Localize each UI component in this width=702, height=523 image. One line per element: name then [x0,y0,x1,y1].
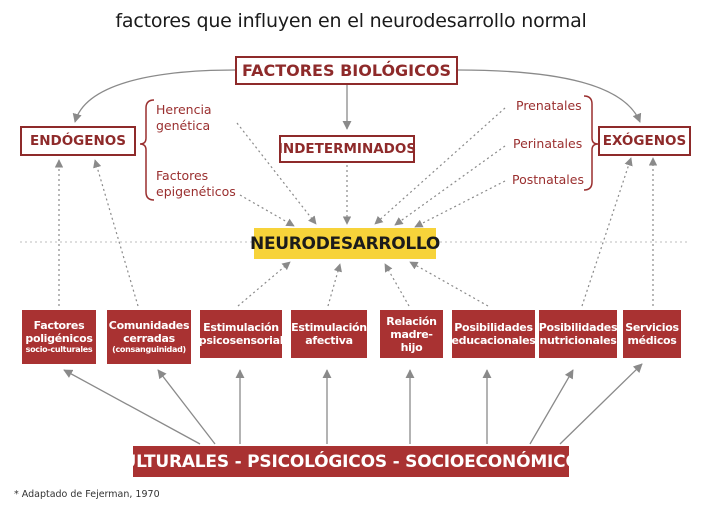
factor-line1: Posibilidades [454,321,533,334]
dotted-arrow-postnatales [414,180,506,228]
dotted-arrow-psicosensorial [237,261,291,307]
arrow-base-to-comunidades [157,369,216,445]
page-title: factores que influyen en el neurodesarro… [115,10,587,32]
factor-line2: educacionales [451,334,536,347]
factor-line1: Posibilidades [538,321,618,334]
dotted-arrow-herencia [236,122,317,225]
item-herencia-line1: Herencia [156,102,212,117]
arrow-base-to-factores [63,369,201,445]
node-indeterminados-label: INDETERMINADOS [277,141,417,157]
factor-line2: poligénicos [25,332,93,345]
factor-box-afectiva: Estimulación afectiva [291,310,367,358]
dotted-arrow-comunidades-to-endogenos [93,159,139,307]
node-endogenos-label: ENDÓGENOS [29,133,126,149]
factor-line1: Relación [386,314,437,328]
node-factores-biologicos: FACTORES BIOLÓGICOS [235,56,458,85]
item-postnatales: Postnatales [512,172,584,187]
factor-small: (consanguinidad) [112,345,186,354]
item-factores-epigeneticos: Factores epigenéticos [156,168,236,200]
left-bracket [139,99,155,201]
dotted-arrow-afectiva [327,263,342,307]
factor-line2: afectiva [305,334,353,347]
factor-line2: psicosensorial [198,334,284,347]
node-neurodesarrollo: NEURODESARROLLO [250,228,440,259]
factor-line2: cerradas [123,332,175,345]
dotted-arrow-epigeneticos [239,194,295,227]
dotted-arrow-educacionales [409,261,489,307]
factor-line1: Servicios [625,321,679,334]
footnote: * Adaptado de Fejerman, 1970 [14,489,160,500]
factor-line1: Comunidades [108,319,190,332]
arrow-base-to-nutricionales [529,369,574,445]
item-epigeneticos-line1: Factores [156,168,209,183]
factor-box-educacionales: Posibilidades educacionales [451,310,536,358]
dotted-arrow-prenatales [374,107,506,225]
node-neurodesarrollo-label: NEURODESARROLLO [250,233,440,254]
factor-line2: madre-hijo [390,327,433,354]
factor-line1: Factores [33,319,85,332]
arrow-bio-to-exogenos [457,69,642,123]
factor-box-nutricionales: Posibilidades nutricionales [538,310,618,358]
arrow-base-to-servicios [559,363,643,445]
factor-line2: médicos [627,334,677,347]
node-indeterminados: INDETERMINADOS [277,135,417,163]
item-prenatales: Prenatales [516,98,582,113]
node-culturales-psicologicos-socioeconomicos: CULTURALES - PSICOLÓGICOS - SOCIOECONÓMI… [110,446,592,477]
item-perinatales: Perinatales [513,136,583,151]
item-herencia-line2: genética [156,118,211,133]
factor-box-madre-hijo: Relación madre-hijo [380,310,443,358]
factor-box-poligenicos: Factores poligénicos socio-culturales [22,310,96,364]
factor-box-psicosensorial: Estimulación psicosensorial [198,310,284,358]
factor-small: socio-culturales [25,345,93,354]
item-herencia-genetica: Herencia genética [156,102,212,134]
dotted-arrow-nutricionales-to-exogenos [581,157,633,307]
factor-line1: Estimulación [203,321,279,334]
node-exogenos-label: EXÓGENOS [602,133,687,149]
node-endogenos: ENDÓGENOS [20,126,136,156]
node-exogenos: EXÓGENOS [598,126,691,156]
factor-box-servicios: Servicios médicos [623,310,681,358]
dotted-arrow-madre-hijo [384,263,410,307]
factor-line1: Estimulación [291,321,367,334]
item-epigeneticos-line2: epigenéticos [156,184,236,199]
node-base-label: CULTURALES - PSICOLÓGICOS - SOCIOECONÓMI… [110,451,592,472]
node-factores-biologicos-label: FACTORES BIOLÓGICOS [241,61,451,80]
right-bracket [583,95,599,191]
factor-box-comunidades: Comunidades cerradas (consanguinidad) [107,310,191,364]
factor-line2: nutricionales [539,334,617,347]
arrow-bio-to-endogenos [72,69,236,123]
